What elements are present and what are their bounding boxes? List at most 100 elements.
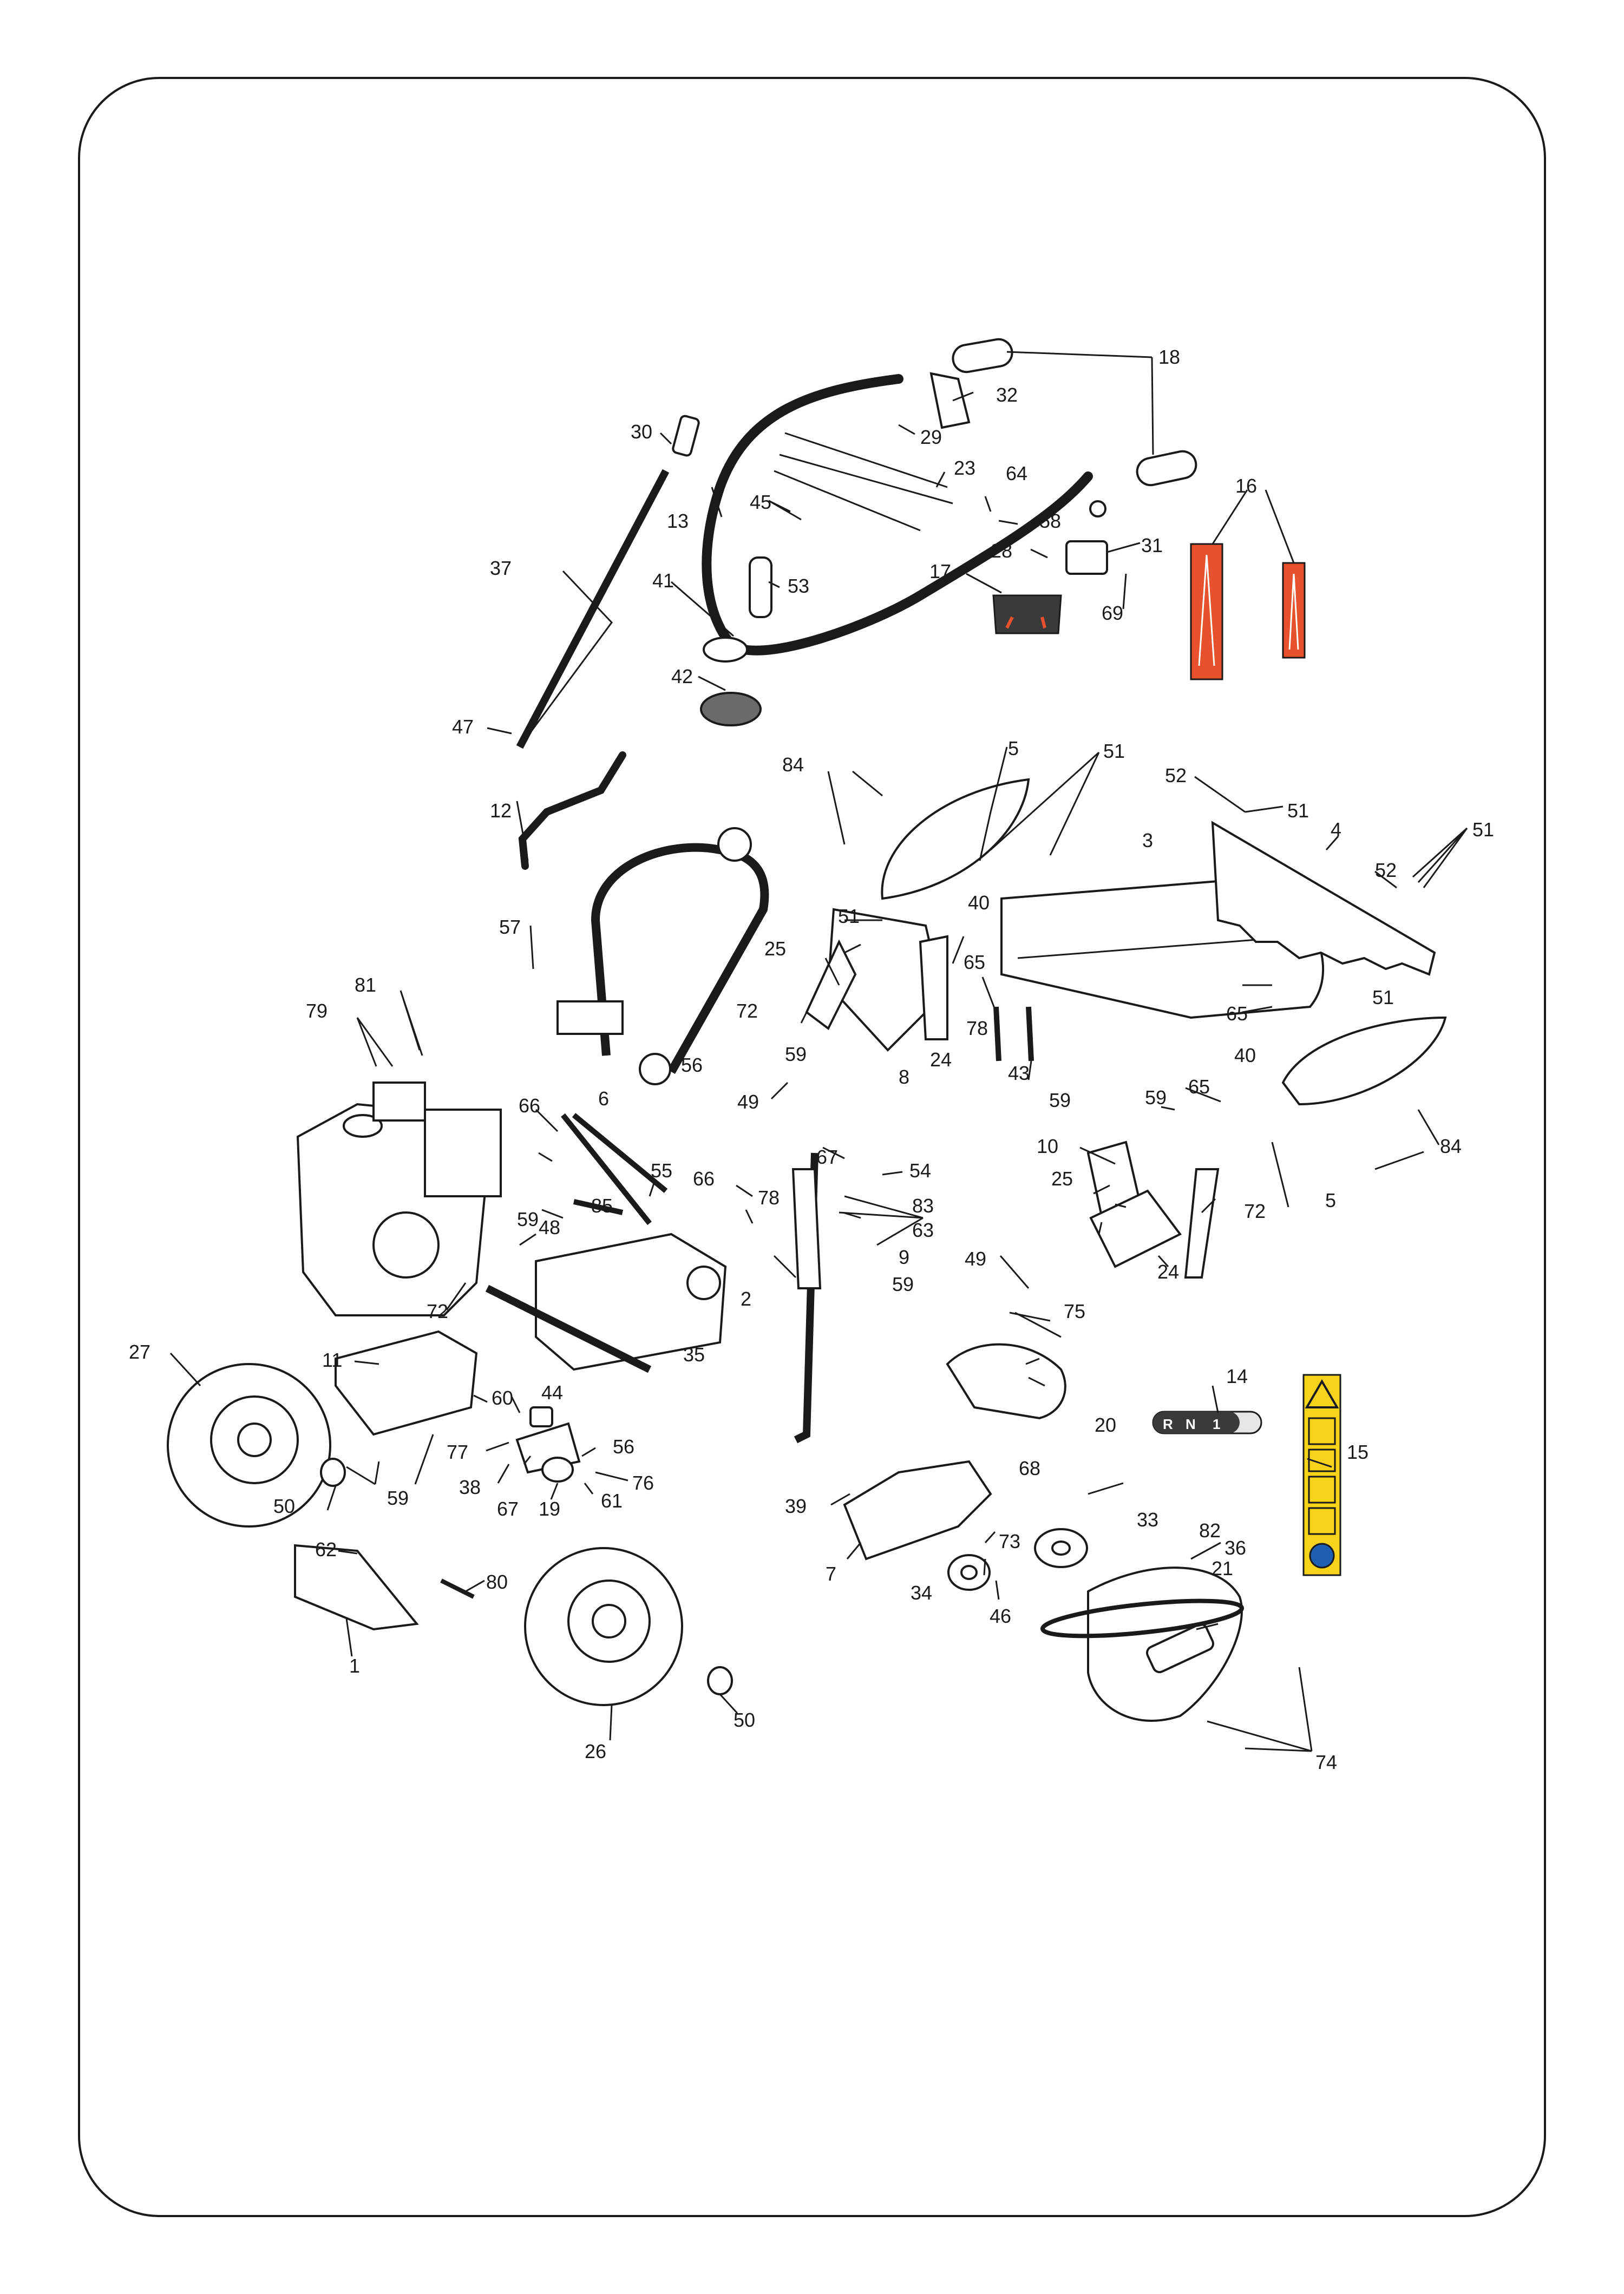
callout-57: 57 xyxy=(499,916,521,938)
callout-67-top: 67 xyxy=(816,1146,838,1168)
callout-55: 55 xyxy=(651,1159,672,1182)
callout-65-top: 65 xyxy=(964,951,985,973)
callout-23: 23 xyxy=(954,457,975,479)
callout-33: 33 xyxy=(1137,1509,1158,1531)
callout-77: 77 xyxy=(447,1441,468,1463)
callout-17: 17 xyxy=(929,560,951,582)
bracket-11 xyxy=(335,1330,478,1436)
callout-30: 30 xyxy=(631,421,652,443)
callout-59-cover: 59 xyxy=(1049,1089,1071,1111)
front-fender xyxy=(294,1544,419,1631)
grip-lower xyxy=(1136,450,1197,487)
callout-7: 7 xyxy=(826,1563,836,1585)
callout-72-engine: 72 xyxy=(427,1300,448,1322)
callout-25-left: 25 xyxy=(764,938,786,960)
callout-83: 83 xyxy=(912,1195,934,1217)
belt-guard xyxy=(946,1343,1066,1420)
grip-upper xyxy=(952,338,1013,373)
callout-38: 38 xyxy=(459,1476,481,1498)
callout-9: 9 xyxy=(899,1246,909,1268)
callout-16: 16 xyxy=(1235,475,1257,497)
callout-18: 18 xyxy=(1158,346,1180,368)
callout-40-right: 40 xyxy=(1234,1044,1256,1066)
callout-5-bottom: 5 xyxy=(1325,1189,1336,1211)
callout-14: 14 xyxy=(1226,1365,1248,1387)
callout-61: 61 xyxy=(601,1490,623,1512)
gear-label-r: R xyxy=(1163,1416,1173,1432)
callout-69: 69 xyxy=(1102,602,1123,624)
callout-59-right: 59 xyxy=(1145,1086,1167,1109)
callout-59-column: 59 xyxy=(892,1273,914,1295)
callout-46: 46 xyxy=(990,1605,1011,1627)
callout-66-mid: 66 xyxy=(693,1168,715,1190)
callout-81: 81 xyxy=(355,974,376,996)
callout-51-far: 51 xyxy=(1472,818,1494,841)
callout-54: 54 xyxy=(909,1159,931,1182)
callout-44: 44 xyxy=(541,1381,563,1404)
callout-67-bottom: 67 xyxy=(497,1498,519,1520)
perforated-plate xyxy=(843,1460,992,1561)
gear-label-n: N xyxy=(1186,1416,1196,1432)
callout-72-right: 72 xyxy=(1244,1200,1266,1222)
callout-59-bracket: 59 xyxy=(387,1487,409,1509)
side-shield-top xyxy=(881,778,1030,900)
callout-43: 43 xyxy=(1008,1062,1030,1084)
callout-24-left: 24 xyxy=(930,1048,952,1071)
callout-40-top: 40 xyxy=(968,892,990,914)
callout-59-center: 59 xyxy=(785,1043,807,1065)
callout-75: 75 xyxy=(1064,1300,1085,1322)
callout-8: 8 xyxy=(899,1066,909,1088)
callout-74: 74 xyxy=(1315,1751,1337,1773)
callout-28: 28 xyxy=(991,540,1012,562)
callout-24-right: 24 xyxy=(1157,1261,1179,1283)
callout-85: 85 xyxy=(591,1195,613,1217)
callout-82: 82 xyxy=(1199,1519,1221,1542)
callout-20: 20 xyxy=(1095,1414,1116,1436)
part-shapes xyxy=(167,338,1447,1722)
callout-62: 62 xyxy=(315,1538,337,1561)
callout-10: 10 xyxy=(1037,1135,1058,1157)
callout-31: 31 xyxy=(1141,534,1163,556)
callout-63: 63 xyxy=(912,1219,934,1241)
callout-36: 36 xyxy=(1224,1537,1246,1559)
callout-84-top: 84 xyxy=(782,753,804,776)
page-frame xyxy=(78,77,1546,2217)
callout-32: 32 xyxy=(996,384,1018,406)
callout-66-top: 66 xyxy=(519,1094,540,1117)
callout-64: 64 xyxy=(1006,462,1027,484)
callout-51-mid: 51 xyxy=(838,905,860,927)
callout-76: 76 xyxy=(632,1472,654,1494)
callout-12: 12 xyxy=(490,799,512,822)
side-shield-bottom xyxy=(1281,1016,1447,1106)
callout-78-right: 78 xyxy=(966,1017,988,1039)
callout-49-left: 49 xyxy=(737,1091,759,1113)
callout-50-right: 50 xyxy=(734,1709,755,1731)
callout-19: 19 xyxy=(539,1498,560,1520)
callout-6: 6 xyxy=(598,1087,609,1110)
callout-84-right: 84 xyxy=(1440,1135,1462,1157)
handle-frame xyxy=(591,843,769,1074)
callout-4: 4 xyxy=(1331,818,1341,841)
callout-53: 53 xyxy=(788,575,809,597)
callout-56-bottom: 56 xyxy=(613,1436,634,1458)
callout-48: 48 xyxy=(539,1216,560,1238)
callout-58: 58 xyxy=(1039,510,1061,532)
throttle-switch xyxy=(1065,540,1108,575)
callout-27: 27 xyxy=(129,1341,150,1363)
handle-lever xyxy=(518,751,626,870)
callout-50-left: 50 xyxy=(273,1495,295,1517)
callout-73: 73 xyxy=(999,1530,1020,1552)
callout-51-cover: 51 xyxy=(1372,986,1394,1008)
callout-52-top: 52 xyxy=(1165,764,1187,786)
callout-3: 3 xyxy=(1142,829,1153,851)
callout-45: 45 xyxy=(750,491,771,513)
drive-belt xyxy=(1040,1598,1245,1638)
callout-51-right: 51 xyxy=(1287,799,1309,822)
callout-labels: 1 2 3 4 5 5 6 7 8 9 10 11 12 13 14 15 16… xyxy=(129,346,1494,1773)
label-17 xyxy=(992,594,1062,634)
callout-34: 34 xyxy=(911,1582,932,1604)
callout-65-right: 65 xyxy=(1188,1076,1210,1098)
callout-25-right: 25 xyxy=(1051,1168,1073,1190)
callout-78-left: 78 xyxy=(758,1187,780,1209)
gear-label-1: 1 xyxy=(1213,1416,1220,1432)
